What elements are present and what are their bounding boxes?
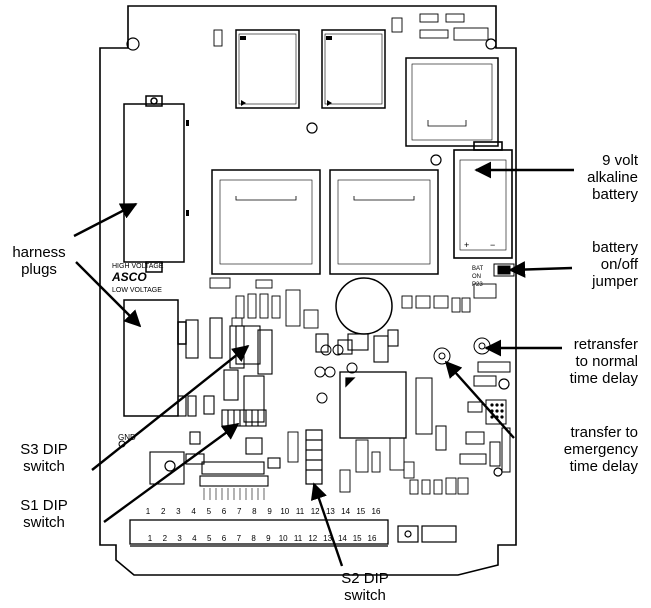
low-voltage-label: LOW VOLTAGE: [112, 287, 162, 294]
transformer-t1: [329, 169, 439, 275]
terminal-number: 5: [207, 507, 212, 516]
terminal-number: 12: [311, 507, 320, 516]
terminal-number: 2: [161, 507, 166, 516]
ic-u4: [339, 371, 407, 439]
terminal-number: 8: [251, 534, 256, 543]
terminal-number: 16: [372, 507, 381, 516]
arrow-battery-jumper: [508, 261, 573, 278]
harness-plug-upper: [123, 95, 185, 273]
terminal-number: 4: [192, 534, 197, 543]
terminal-number: 3: [177, 534, 182, 543]
capacitor-c1: [335, 277, 393, 335]
harness-plug-lower: [123, 299, 187, 417]
svg-text:+: +: [464, 240, 469, 250]
svg-text:P23: P23: [472, 282, 483, 288]
terminal-number: 14: [341, 507, 350, 516]
terminal-number: 10: [279, 534, 288, 543]
callout-s1: S1 DIP switch: [20, 497, 68, 531]
s2-dip-switch: [305, 429, 323, 485]
terminal-number: 4: [191, 507, 196, 516]
terminal-number: 9: [267, 507, 272, 516]
terminal-strip: [129, 519, 389, 547]
transformer-t2: [405, 57, 499, 147]
battery: [453, 141, 513, 259]
terminal-number: 13: [326, 507, 335, 516]
terminal-number: 16: [368, 534, 377, 543]
arrow-s1: [103, 423, 240, 523]
terminal-number: 15: [356, 507, 365, 516]
transformer-t3: [211, 169, 321, 275]
arrow-s3: [91, 344, 250, 471]
arrow-harness-upper: [73, 202, 138, 238]
callout-s2: S2 DIP switch: [341, 570, 389, 604]
terminal-number: 3: [176, 507, 181, 516]
callout-battery-jumper: battery on/off jumper: [592, 239, 638, 290]
high-voltage-label: HIGH VOLTAGE: [112, 263, 164, 270]
gnd-label: GND: [118, 433, 136, 442]
callout-harness: harness plugs: [12, 244, 66, 278]
callout-retransfer: retransfer to normal time delay: [569, 336, 638, 387]
terminal-number: 7: [237, 507, 242, 516]
terminal-number: 5: [207, 534, 212, 543]
board-outline: [99, 5, 517, 576]
terminal-number: 14: [338, 534, 347, 543]
terminal-number: 11: [294, 534, 303, 543]
svg-text:BAT: BAT: [472, 266, 484, 272]
arrow-transfer: [444, 360, 515, 439]
terminal-number: 15: [353, 534, 362, 543]
callout-transfer: transfer to emergency time delay: [563, 424, 638, 475]
terminal-number: 6: [222, 534, 227, 543]
terminal-number: 10: [280, 507, 289, 516]
terminal-number: 7: [237, 534, 242, 543]
terminal-number: 12: [308, 534, 317, 543]
svg-text:−: −: [490, 240, 495, 250]
s3-dip-switch: [235, 325, 261, 365]
terminal-number: 1: [146, 507, 151, 516]
asco-logo: ASCO: [111, 270, 147, 284]
terminal-number: 13: [323, 534, 332, 543]
callout-battery: 9 volt alkaline battery: [587, 152, 638, 203]
arrow-harness-lower: [75, 261, 142, 328]
terminal-number: 2: [163, 534, 168, 543]
terminal-number: 11: [296, 507, 305, 516]
terminal-number: 6: [222, 507, 227, 516]
terminal-number: 8: [252, 507, 257, 516]
terminal-number: 9: [266, 534, 271, 543]
svg-text:ON: ON: [472, 274, 481, 280]
callout-s3: S3 DIP switch: [20, 441, 68, 475]
terminal-number: 1: [148, 534, 153, 543]
arrow-s2: [310, 482, 344, 567]
top-relays: [235, 29, 386, 109]
